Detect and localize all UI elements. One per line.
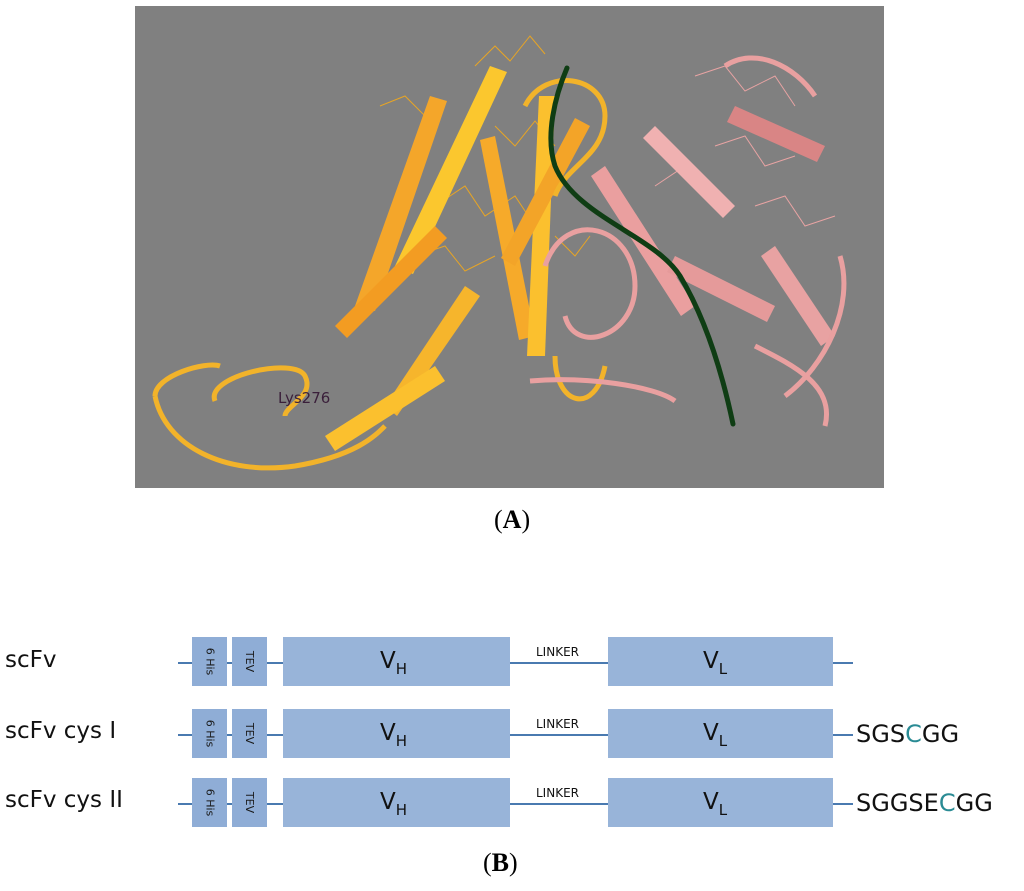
caption-open-paren: (	[494, 505, 503, 534]
tev-label: TEV	[242, 722, 256, 745]
vl-label: VL	[703, 648, 728, 678]
vh-label: VH	[380, 789, 408, 819]
vl-label: VL	[703, 789, 728, 819]
ribbon-model: Lys276	[152, 35, 847, 471]
vh-label: VH	[380, 720, 408, 750]
backbone-line	[178, 803, 853, 805]
backbone-line	[178, 662, 853, 664]
vh-domain	[283, 778, 510, 827]
light-chain-ribbon	[529, 55, 847, 427]
his-tag-label: 6 His	[203, 719, 216, 748]
tev-label: TEV	[242, 650, 256, 673]
linker-label: LINKER	[536, 717, 579, 731]
his-tag-box: 6 His	[192, 637, 227, 686]
linker-label: LINKER	[536, 645, 579, 659]
tev-box: TEV	[232, 709, 267, 758]
vl-domain	[608, 709, 833, 758]
row-name: scFv	[5, 647, 57, 673]
protein-structure-image: Lys276	[135, 6, 884, 488]
caption-letter: B	[491, 848, 510, 877]
tev-box: TEV	[232, 778, 267, 827]
heavy-chain-ribbon	[152, 66, 608, 471]
caption-close-paren: )	[509, 848, 518, 877]
his-tag-label: 6 His	[203, 788, 216, 817]
panel-b-caption: (B)	[483, 848, 518, 878]
c-terminal-sequence: SGGSECGG	[856, 789, 993, 817]
cysteine-residue: C	[938, 789, 956, 817]
vh-domain	[283, 637, 510, 686]
residue-label: Lys276	[278, 389, 330, 407]
vl-domain	[608, 778, 833, 827]
linker-label: LINKER	[536, 786, 579, 800]
his-tag-box: 6 His	[192, 778, 227, 827]
c-terminal-sequence: SGSCGG	[856, 720, 960, 748]
backbone-line	[178, 734, 853, 736]
tev-label: TEV	[242, 791, 256, 814]
caption-open-paren: (	[483, 848, 492, 877]
vh-label: VH	[380, 648, 408, 678]
caption-close-paren: )	[521, 505, 531, 534]
his-tag-label: 6 His	[203, 647, 216, 676]
vh-domain	[283, 709, 510, 758]
cysteine-residue: C	[905, 720, 922, 748]
panel-a-caption: (A)	[494, 505, 530, 535]
vl-domain	[608, 637, 833, 686]
vl-label: VL	[703, 720, 728, 750]
strand-trace	[548, 65, 736, 427]
row-name: scFv cys II	[5, 787, 123, 813]
row-name: scFv cys I	[5, 718, 117, 744]
caption-letter: A	[502, 505, 522, 534]
his-tag-box: 6 His	[192, 709, 227, 758]
tev-box: TEV	[232, 637, 267, 686]
